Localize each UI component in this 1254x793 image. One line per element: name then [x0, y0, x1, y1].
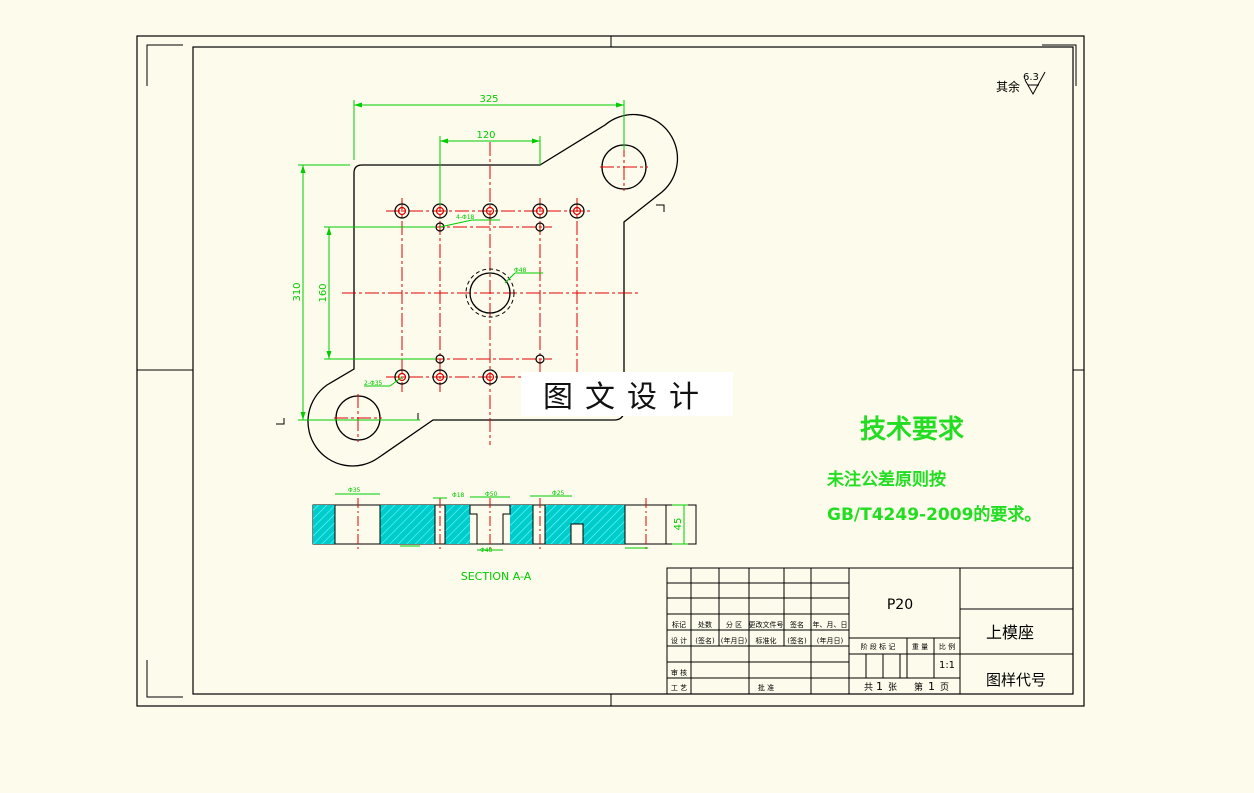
tb-part-name: 上模座: [986, 623, 1034, 642]
screw-holes: [394, 203, 585, 385]
sec-dim-4: Φ48: [480, 547, 493, 554]
tb-sheet-prefix: 第: [914, 681, 923, 693]
dim-width-325: 325: [479, 94, 498, 105]
section-center-lines: [357, 498, 647, 552]
tb-scale: 1:1: [939, 660, 955, 671]
sec-dim-3: Φ50: [485, 491, 498, 498]
tb-weight: 重 量: [912, 643, 928, 651]
tb-design-label: 设 计: [671, 636, 687, 645]
outer-border: [136, 35, 1085, 707]
tb-approve: 批 准: [758, 683, 774, 692]
tech-req-line1: 未注公差原则按: [826, 469, 946, 490]
tb-standard-date: (年月日): [817, 636, 844, 645]
tb-total: 1: [876, 680, 883, 693]
centering-marks: [137, 36, 1084, 706]
center-lines: [334, 142, 648, 445]
tb-sheet-unit: 页: [940, 682, 949, 693]
section-hatch: [313, 505, 625, 544]
center-bore: [469, 272, 511, 314]
tb-review: 审 核: [671, 668, 687, 677]
title-block-labels: 标记 处数 分 区 更改文件号 签名 年、月、日 设 计 (签名) (年月日) …: [671, 620, 955, 692]
section-label: SECTION A-A: [461, 570, 532, 583]
watermark-label: 图文设计: [521, 372, 733, 416]
tb-label-date: 年、月、日: [813, 620, 848, 629]
dim-height-310: 310: [292, 282, 303, 301]
tb-drawing-no: 图样代号: [986, 671, 1046, 689]
tb-label-mark: 标记: [672, 620, 686, 629]
plan-view: [276, 113, 679, 467]
roughness-value: 6.3: [1023, 72, 1039, 83]
tb-material: P20: [887, 597, 913, 613]
dim-center-bore: Φ48: [514, 267, 527, 274]
tb-label-change-doc: 更改文件号: [749, 620, 784, 629]
dimension-arrows: [300, 102, 624, 420]
tb-total-prefix: 共: [864, 682, 873, 693]
tb-standard-sign: (签名): [787, 636, 807, 645]
inner-border: [192, 46, 1074, 695]
tb-label-count: 处数: [698, 620, 712, 629]
sec-dim-1: Φ35: [348, 487, 361, 494]
dim-holes-4: 4-Φ18: [456, 214, 475, 221]
plate-outline: [307, 113, 679, 467]
dim-height-160: 160: [318, 283, 329, 302]
center-bore-outer: [465, 268, 515, 318]
tech-req-title: 技术要求: [860, 415, 964, 445]
tb-sheet: 1: [928, 680, 935, 693]
tb-total-unit: 张: [888, 682, 897, 693]
section-view: Φ35 Φ18 Φ50 Φ25 Φ48 45 SECTION A-A: [312, 487, 697, 583]
dim-holes-2: 2-Φ35: [364, 380, 383, 387]
roughness-prefix: 其余: [996, 79, 1020, 94]
dim-width-120: 120: [476, 130, 495, 141]
tb-label-zone: 分 区: [726, 620, 742, 629]
sec-dim-5: Φ25: [552, 490, 565, 497]
title-block-grid: [666, 567, 1074, 695]
tb-design-sign: (签名): [695, 636, 715, 645]
roughness-symbol: 其余 6.3: [996, 71, 1046, 96]
dimensions: [298, 100, 625, 421]
sec-dim-2: Φ18: [452, 492, 465, 499]
sec-dim-height: 45: [673, 518, 684, 531]
tb-label-sign: 签名: [790, 620, 804, 629]
tb-sheet-info: 共 1 张 第 1 页: [864, 680, 949, 693]
tb-standard-label: 标准化: [756, 636, 777, 645]
tb-stage-mark: 阶 段 标 记: [861, 642, 896, 651]
section-dims: [335, 493, 688, 551]
tb-design-date: (年月日): [721, 636, 748, 645]
tb-process: 工 艺: [671, 684, 687, 692]
tech-req-line2: GB/T4249-2009的要求。: [827, 504, 1041, 525]
tb-scale-label: 比 例: [939, 642, 955, 651]
